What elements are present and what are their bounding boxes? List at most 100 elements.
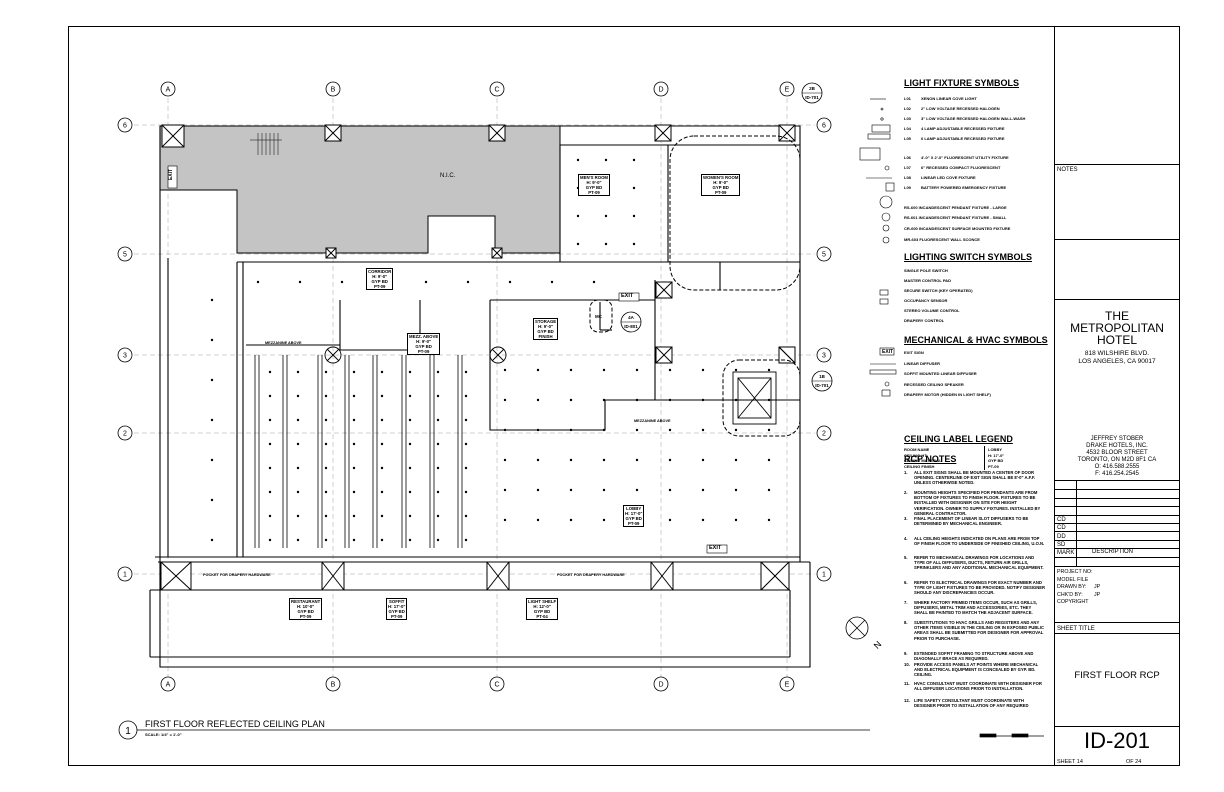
revision-rule bbox=[1054, 523, 1180, 524]
rcp-note: 1.ALL EXIT SIGNS SHALL BE MOUNTED A CENT… bbox=[904, 470, 1046, 486]
grid-bubble-1-right: 1 bbox=[816, 566, 832, 582]
recessed-light bbox=[734, 398, 738, 402]
light-fixture-code: L07 bbox=[904, 165, 911, 170]
recessed-light bbox=[464, 490, 468, 494]
ceiling-legend-label: CEILING FINISH bbox=[904, 463, 935, 469]
recessed-light bbox=[352, 394, 356, 398]
revision-rule bbox=[1054, 539, 1180, 541]
revision-rule bbox=[1054, 514, 1180, 516]
recessed-light bbox=[767, 458, 771, 462]
stairs bbox=[250, 133, 282, 155]
grid-bubble-b-top: B bbox=[325, 81, 341, 97]
recessed-light bbox=[602, 518, 606, 522]
light-fixture-code: L02 bbox=[904, 106, 911, 111]
exit-sign-lobby: EXIT bbox=[709, 545, 722, 551]
sheet-title-label: SHEET TITLE bbox=[1057, 626, 1095, 632]
recessed-light bbox=[210, 458, 214, 462]
recessed-light bbox=[352, 490, 356, 494]
rcp-note-number: 11. bbox=[904, 681, 910, 686]
legend-symbols bbox=[859, 98, 897, 397]
recessed-light bbox=[701, 488, 705, 492]
recessed-light bbox=[380, 418, 384, 422]
project-meta-box: PROJECT NO: MODEL FILE DRAWN BY: CHK'D B… bbox=[1054, 566, 1180, 622]
rcp-note-text: WHERE FACTORY PRIMED ITEMS OCCUR, SUCH A… bbox=[914, 600, 1038, 616]
grid-bubble-c-bottom: C bbox=[489, 676, 505, 692]
recessed-light bbox=[592, 280, 596, 284]
svg-text:2: 2 bbox=[123, 431, 127, 438]
rcp-note-text: EXTENDED SOFFIT FRAMING TO STRUCTURE ABO… bbox=[914, 651, 1034, 662]
light-fixture-item: CR-600 INCANDESCENT SURFACE MOUNTED FIXT… bbox=[904, 226, 1011, 231]
light-fixture-symbols-heading: LIGHT FIXTURE SYMBOLS bbox=[904, 78, 1020, 88]
recessed-light bbox=[632, 158, 636, 162]
ceiling-legend-divider bbox=[984, 446, 985, 470]
recessed-light bbox=[635, 488, 639, 492]
grid-bubble-e-top: E bbox=[779, 81, 795, 97]
recessed-light bbox=[296, 394, 300, 398]
hvac-symbol-item: DRAPERY MOTOR (HIDDEN IN LIGHT SHELF) bbox=[904, 392, 991, 397]
rcp-note-number: 7. bbox=[904, 600, 908, 605]
recessed-light bbox=[701, 518, 705, 522]
graphic-scale-bar bbox=[979, 733, 1044, 738]
recessed-light bbox=[352, 418, 356, 422]
sheet-number-box: ID-201 SHEET 14 OF 24 bbox=[1054, 726, 1180, 766]
recessed-light bbox=[408, 538, 412, 542]
grid-bubble-5-right: 5 bbox=[816, 246, 832, 262]
project-address: 818 WILSHIRE BLVD. LOS ANGELES, CA 90017 bbox=[1078, 350, 1156, 365]
spacer-box bbox=[1054, 239, 1180, 299]
recessed-light bbox=[632, 214, 636, 218]
recessed-light bbox=[536, 428, 540, 432]
rcp-note: 12.LIFE SAFETY CONSULTANT MUST COORDINAT… bbox=[904, 698, 1046, 708]
recessed-light bbox=[734, 458, 738, 462]
recessed-light bbox=[635, 428, 639, 432]
recessed-light bbox=[380, 514, 384, 518]
grid-bubble-6-right: 6 bbox=[816, 117, 832, 133]
svg-text:5: 5 bbox=[123, 252, 127, 259]
svg-text:2: 2 bbox=[822, 431, 826, 438]
recessed-light bbox=[668, 488, 672, 492]
revision-rule bbox=[1054, 497, 1180, 499]
svg-text:D: D bbox=[658, 87, 663, 94]
rcp-note: 6.REFER TO ELECTRICAL DRAWINGS FOR EXACT… bbox=[904, 580, 1046, 596]
rcp-note-number: 6. bbox=[904, 580, 908, 585]
light-fixture-item: XENON LINEAR COVE LIGHT bbox=[921, 96, 977, 101]
rcp-note-number: 4. bbox=[904, 536, 908, 541]
svg-text:ID-701: ID-701 bbox=[805, 95, 819, 100]
recessed-light bbox=[268, 466, 272, 470]
light-fixture-code: L08 bbox=[904, 175, 911, 180]
recessed-light bbox=[408, 442, 412, 446]
recessed-light bbox=[324, 442, 328, 446]
svg-text:B: B bbox=[331, 87, 336, 94]
switch-symbol-item: MASTER CONTROL PAD bbox=[904, 278, 951, 283]
ceiling-legend-label: CEILING HT. bbox=[904, 452, 928, 458]
recessed-light bbox=[352, 514, 356, 518]
svg-text:FIRST FLOOR REFLECTED CEILING: FIRST FLOOR REFLECTED CEILING PLAN bbox=[145, 719, 325, 729]
light-fixture-item: 2" LOW VOLTAGE RECESSED HALOGEN bbox=[921, 106, 1000, 111]
recessed-light bbox=[268, 394, 272, 398]
ceiling-legend-value: PT-09 bbox=[988, 463, 999, 469]
recessed-light bbox=[436, 538, 440, 542]
project-info-box: THE METROPOLITAN HOTEL 818 WILSHIRE BLVD… bbox=[1054, 299, 1180, 480]
recessed-light bbox=[436, 394, 440, 398]
light-fixture-item: 6 LAMP ADJUSTABLE RECESSED FIXTURE bbox=[921, 136, 1005, 141]
pendant-fixtures bbox=[324, 346, 507, 364]
svg-text:B: B bbox=[331, 682, 336, 689]
rcp-note-number: 5. bbox=[904, 555, 908, 560]
recessed-light bbox=[408, 394, 412, 398]
svg-text:1B: 1B bbox=[819, 374, 826, 379]
recessed-light bbox=[602, 398, 606, 402]
recessed-light bbox=[536, 368, 540, 372]
recessed-light bbox=[324, 514, 328, 518]
svg-text:ID-801: ID-801 bbox=[624, 324, 638, 329]
light-fixture-item: LINEAR LED COVE FIXTURE bbox=[921, 175, 976, 180]
recessed-light bbox=[767, 398, 771, 402]
recessed-light bbox=[424, 280, 428, 284]
description-label: DESCRIPTION bbox=[1092, 549, 1134, 555]
recessed-light bbox=[668, 368, 672, 372]
recessed-light bbox=[296, 442, 300, 446]
light-fixture-item: MR-603 FLUORESCENT WALL SCONCE bbox=[904, 237, 980, 242]
